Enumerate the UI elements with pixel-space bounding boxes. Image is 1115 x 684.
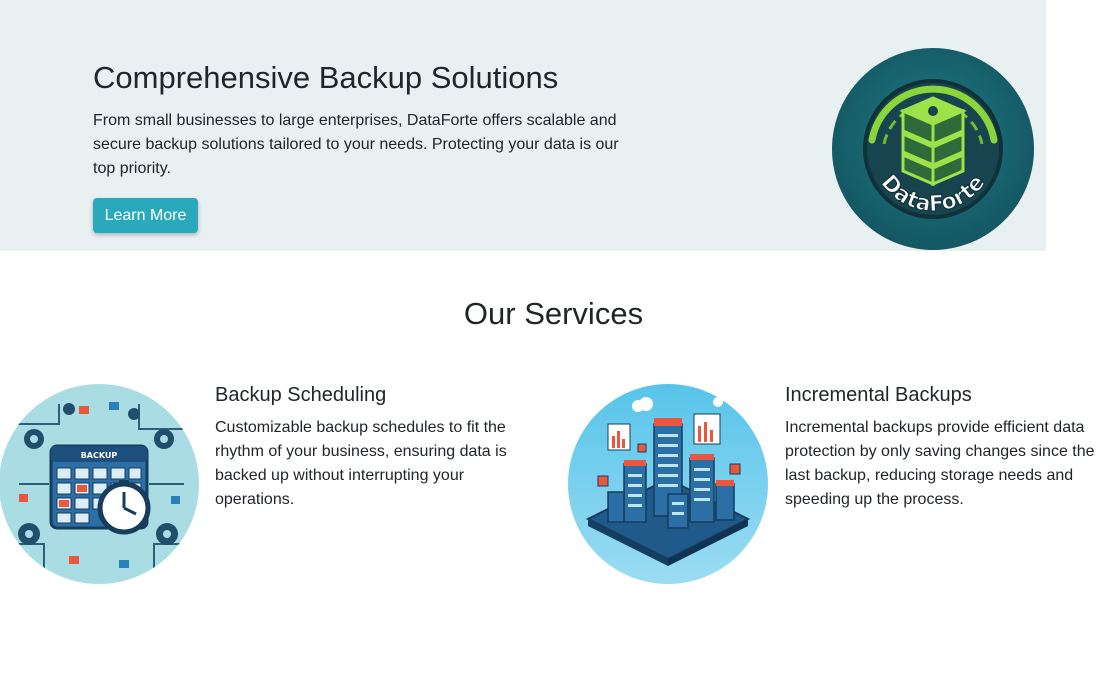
service-heading-backup-scheduling: Backup Scheduling (215, 384, 387, 406)
services-title: Our Services (463, 296, 644, 331)
service-description-incremental-backups: Incremental backups provide efficient da… (785, 419, 1095, 508)
calendar-label: BACKUP (81, 451, 118, 460)
hero-title: Comprehensive Backup Solutions (93, 60, 559, 95)
service-description-backup-scheduling: Customizable backup schedules to fit the… (215, 419, 507, 508)
service-heading-incremental-backups: Incremental Backups (785, 384, 972, 406)
incremental-backups-image (568, 384, 768, 584)
calendar-clock-icon: BACKUP (0, 384, 199, 584)
dataforte-logo: DataForte (832, 48, 1034, 250)
backup-scheduling-image: BACKUP (0, 384, 199, 584)
learn-more-button[interactable]: Learn More (93, 198, 198, 233)
logo-icon: DataForte (832, 48, 1034, 250)
server-city-icon (568, 384, 768, 584)
hero-description: From small businesses to large enterpris… (93, 112, 619, 177)
hero-section: Comprehensive Backup Solutions From smal… (0, 0, 1046, 251)
